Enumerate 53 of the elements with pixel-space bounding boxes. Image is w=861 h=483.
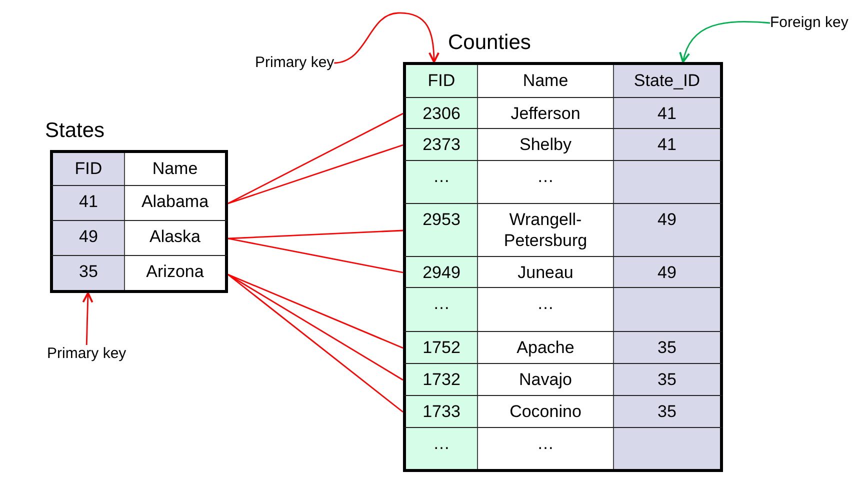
table-row: [50, 186, 228, 221]
header-row: [403, 62, 723, 98]
table-title: Counties: [448, 30, 531, 56]
table-cell: 41: [53, 186, 125, 220]
header-cell: FID: [53, 153, 125, 185]
table-cell: …: [406, 288, 478, 331]
table-cell: 1752: [406, 332, 478, 363]
annotation-text: Primary key: [255, 54, 334, 72]
table-cell: 2306: [406, 98, 478, 128]
table-row: [403, 204, 723, 257]
arrow: [82, 292, 94, 346]
table-cell: …: [406, 161, 478, 203]
table-cell: 35: [614, 396, 720, 427]
table-cell: 35: [53, 256, 125, 290]
table-cell: 49: [614, 204, 720, 256]
table-row: [403, 257, 723, 288]
header-cell: FID: [406, 65, 478, 97]
table-cell: 35: [614, 332, 720, 363]
connector-line: [228, 230, 404, 240]
table-cell: 49: [614, 257, 720, 287]
table-cell: 2373: [406, 129, 478, 160]
table-cell: 35: [614, 364, 720, 395]
connector-line: [228, 274, 404, 349]
table-cell: 41: [614, 129, 720, 160]
table-cell: 1733: [406, 396, 478, 427]
table-row: [403, 332, 723, 364]
table-row: [403, 161, 723, 204]
table-row: [403, 364, 723, 396]
annotation-text: Foreign key: [770, 14, 848, 32]
table-row: [403, 428, 723, 472]
connector-line: [228, 274, 404, 413]
table-title: States: [45, 118, 105, 144]
table-row: [403, 288, 723, 332]
annotation-text: Primary key: [47, 345, 126, 363]
header-cell: State_ID: [614, 65, 720, 97]
table-cell: …: [406, 428, 478, 469]
table-row: [403, 396, 723, 428]
arrow: [334, 12, 440, 64]
table-cell: 1732: [406, 364, 478, 395]
table-cell: 2953: [406, 204, 478, 256]
table-row: [403, 98, 723, 129]
arrow: [680, 21, 770, 63]
table-row: [50, 221, 228, 256]
connector-line: [228, 274, 404, 381]
header-row: [50, 150, 228, 186]
table-row: [50, 256, 228, 293]
connector-line: [228, 238, 404, 274]
connector-line: [228, 112, 404, 204]
table-cell: 49: [53, 221, 125, 255]
connector-line: [228, 144, 404, 204]
table-cell: 2949: [406, 257, 478, 287]
table-cell: 41: [614, 98, 720, 128]
table-row: [403, 129, 723, 161]
